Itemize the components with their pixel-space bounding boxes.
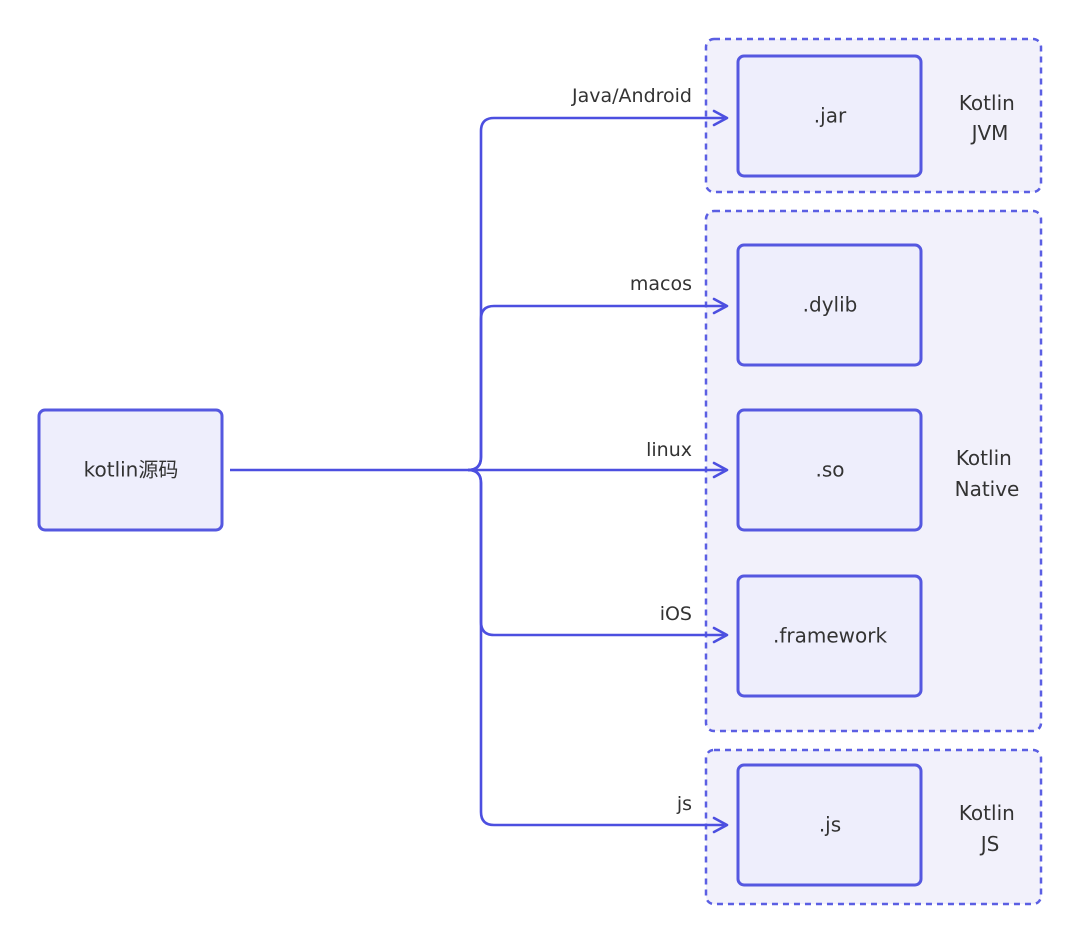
arrow-head-so (712, 461, 729, 479)
edge-to-js (467, 468, 724, 827)
target-node-jar (736, 54, 923, 178)
edge-label-java-android: Java/Android (571, 85, 692, 107)
source-node (37, 408, 224, 532)
target-node-js (736, 763, 923, 887)
arrow-head-jar (712, 109, 729, 127)
edge-label-macos: macos (630, 273, 692, 295)
arrow-head-framework (712, 626, 729, 644)
target-node-so (736, 408, 923, 532)
arrow-head-dylib (712, 297, 729, 315)
edge-to-dylib (467, 304, 724, 472)
target-node-so-label: .so (815, 458, 844, 482)
target-node-framework (736, 574, 923, 698)
source-node-label: kotlin源码 (84, 458, 179, 482)
edge-label-linux: linux (646, 439, 692, 461)
target-node-jar-label: .jar (814, 104, 847, 128)
group-label-jvm: Kotlin JVM (959, 91, 1021, 145)
target-node-js-label: .js (819, 813, 841, 837)
edge-label-js: js (676, 793, 692, 815)
group-label-native: Kotlin Native (955, 446, 1020, 501)
target-node-framework-label: .framework (773, 624, 887, 648)
group-label-js: Kotlin JS (959, 801, 1021, 856)
edge-label-ios: iOS (660, 603, 692, 625)
target-node-dylib (736, 243, 923, 367)
arrow-head-js (712, 816, 729, 834)
target-node-dylib-label: .dylib (803, 293, 858, 317)
